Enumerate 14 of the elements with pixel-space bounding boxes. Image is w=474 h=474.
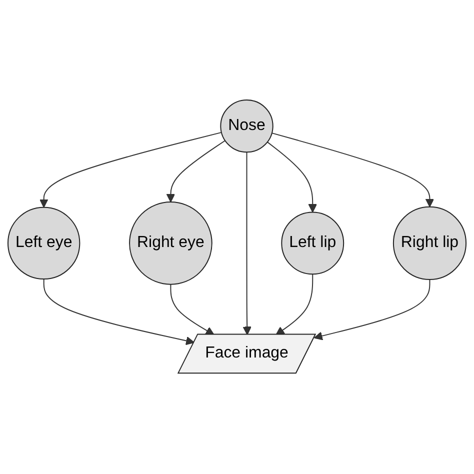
arrow: [271, 133, 434, 208]
arrow: [242, 152, 252, 336]
node-circle: Left eye: [7, 207, 80, 280]
node-circle: Right lip: [392, 206, 467, 280]
arrow: [170, 284, 214, 336]
node-circle: Right eye: [129, 202, 212, 286]
arrow: [166, 140, 226, 203]
node-circle: Left lip: [281, 212, 344, 276]
arrow: [43, 279, 195, 346]
arrow: [266, 142, 317, 214]
arrow: [276, 274, 314, 336]
node-circle: Nose: [220, 100, 274, 154]
arrow: [314, 279, 430, 341]
arrow: [39, 132, 222, 208]
